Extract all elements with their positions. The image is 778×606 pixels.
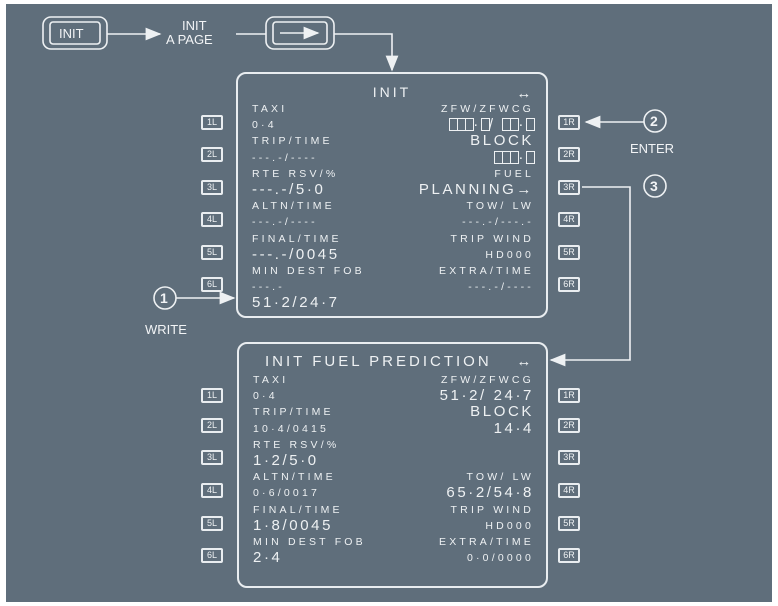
value-left-5: 1·8/0045	[253, 516, 334, 534]
value-left-4: 0·6/0017	[253, 487, 321, 500]
label-left-4: ALTN/TIME	[253, 471, 336, 484]
value-right-2: 14·4	[493, 419, 534, 437]
lsk-6r[interactable]: 6R	[558, 277, 580, 292]
value-right-5: HD000	[485, 519, 534, 532]
slew-arrow-icon: ↔	[516, 353, 534, 370]
value-left-6: ---.-	[252, 281, 285, 294]
label-left-5: FINAL/TIME	[252, 232, 342, 245]
callout-1-number: 1	[160, 290, 168, 306]
lsk-3l[interactable]: 3L	[201, 180, 223, 195]
lsk-2l[interactable]: 2L	[201, 418, 223, 433]
lsk-6l[interactable]: 6L	[201, 277, 223, 292]
lsk-6l[interactable]: 6L	[201, 548, 223, 563]
label-left-6: MIN DEST FOB	[253, 536, 366, 548]
value-right-6: ---.-/----	[468, 281, 534, 294]
page-title: INIT FUEL PREDICTION	[265, 353, 492, 370]
lsk-6r[interactable]: 6R	[558, 548, 580, 563]
lsk-4r[interactable]: 4R	[558, 212, 580, 227]
value-left-2: 10·4/0415	[253, 422, 330, 435]
value-left-3: 1·2/5·0	[253, 452, 319, 469]
label-left-2: TRIP/TIME	[253, 406, 334, 419]
callout-2-label: ENTER	[630, 141, 675, 156]
label-left-1: TAXI	[252, 103, 288, 115]
lsk-1l[interactable]: 1L	[201, 388, 223, 403]
init-a-page-label-2: A PAGE	[166, 32, 213, 47]
label-right-2: BLOCK	[470, 132, 534, 150]
init-key-label: INIT	[59, 26, 84, 41]
value-right-1: 51·2/ 24·7	[439, 387, 534, 405]
zfw-zfwcg-entry-boxes[interactable]: ·/ ·	[449, 117, 535, 132]
lsk-1r[interactable]: 1R	[558, 388, 580, 403]
lsk-1r[interactable]: 1R	[558, 115, 580, 130]
callout-1-label: WRITE	[145, 322, 187, 337]
label-left-3: RTE RSV/%	[252, 167, 339, 180]
label-right-5: TRIP WIND	[450, 232, 534, 245]
lsk-1l[interactable]: 1L	[201, 115, 223, 130]
slew-arrow-icon: ↔	[516, 85, 534, 102]
lsk-2r[interactable]: 2R	[558, 147, 580, 162]
value-right-5: HD000	[485, 248, 534, 261]
label-left-3: RTE RSV/%	[253, 438, 340, 451]
background	[6, 4, 772, 602]
page-title: INIT	[372, 84, 412, 100]
value-right-3: PLANNING→	[418, 181, 534, 198]
lsk-5r[interactable]: 5R	[558, 245, 580, 260]
label-left-1: TAXI	[253, 374, 289, 386]
lsk-5l[interactable]: 5L	[201, 245, 223, 260]
callout-2-number: 2	[650, 113, 658, 129]
lsk-4l[interactable]: 4L	[201, 212, 223, 227]
init-key-outer	[42, 16, 108, 50]
label-left-4: ALTN/TIME	[252, 200, 335, 213]
lsk-3r[interactable]: 3R	[558, 450, 580, 465]
lsk-4l[interactable]: 4L	[201, 483, 223, 498]
lsk-4r[interactable]: 4R	[558, 483, 580, 498]
label-left-5: FINAL/TIME	[253, 503, 343, 516]
label-left-2: TRIP/TIME	[252, 135, 333, 148]
value-left-6: 2·4	[253, 549, 283, 567]
label-right-6: EXTRA/TIME	[438, 265, 534, 277]
value-left-3: ---.-/5·0	[252, 181, 326, 198]
lsk-2r[interactable]: 2R	[558, 418, 580, 433]
init-page-screen: INIT ↔ TAXI 0·4 ZFW/ZFWCG TRIP/TIME ---.-/--…	[236, 72, 548, 318]
lsk-5r[interactable]: 5R	[558, 516, 580, 531]
init-a-page-label-1: INIT	[182, 18, 207, 33]
block-fuel-entry-boxes[interactable]: ·	[494, 150, 535, 165]
value-left-5: ---.-/0045	[252, 245, 340, 263]
value-right-4: ---.-/---.-	[462, 216, 534, 229]
label-left-6: MIN DEST FOB	[252, 265, 365, 277]
label-right-1: ZFW/ZFWCG	[441, 374, 534, 386]
label-right-4: TOW/ LW	[466, 471, 534, 484]
lsk-2l[interactable]: 2L	[201, 147, 223, 162]
value-left-1: 0·4	[253, 390, 278, 403]
callout-3-number: 3	[650, 178, 658, 194]
value-left-2: ---.-/----	[252, 151, 318, 164]
lsk-3l[interactable]: 3L	[201, 450, 223, 465]
label-right-1: ZFW/ZFWCG	[441, 103, 534, 115]
lsk-5l[interactable]: 5L	[201, 516, 223, 531]
lsk-3r[interactable]: 3R	[558, 180, 580, 195]
label-right-2: BLOCK	[470, 403, 534, 421]
label-right-3: FUEL	[494, 167, 534, 180]
label-right-4: TOW/ LW	[466, 200, 534, 213]
label-right-5: TRIP WIND	[450, 503, 534, 516]
value-left-1: 0·4	[252, 119, 277, 132]
scratchpad: 51·2/24·7	[252, 294, 340, 311]
value-right-4: 65·2/54·8	[446, 484, 534, 502]
label-right-6: EXTRA/TIME	[438, 536, 534, 548]
value-right-6: 0·0/0000	[466, 552, 534, 565]
value-left-4: ---.-/----	[252, 216, 318, 229]
